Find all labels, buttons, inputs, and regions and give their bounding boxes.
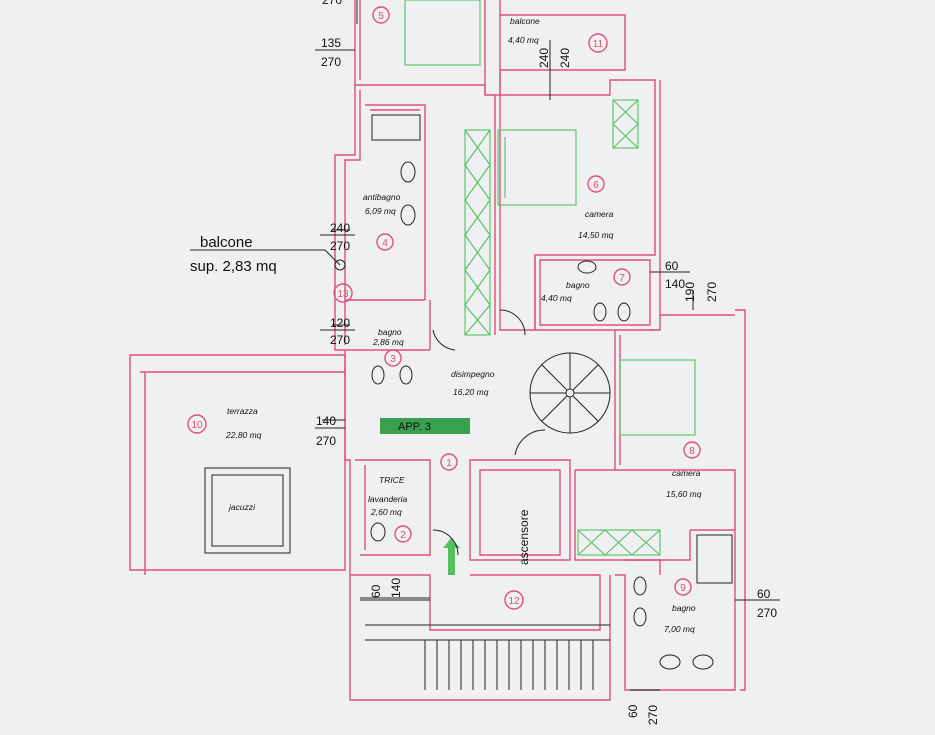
svg-text:270: 270 [322, 0, 342, 7]
svg-text:60: 60 [757, 587, 771, 601]
shower-room-9 [696, 534, 733, 584]
svg-text:8: 8 [689, 446, 695, 457]
room-numbers: 5 11 6 4 7 13 3 10 1 8 2 9 12 [187, 6, 701, 610]
room-area-9: 7,00 mq [664, 624, 695, 634]
svg-text:60: 60 [626, 704, 640, 718]
dimension-leaders [315, 40, 780, 691]
svg-text:270: 270 [757, 606, 777, 620]
window-dimensions: 135 270 240 270 120 270 140 270 60 140 6… [316, 0, 777, 725]
room-name-6: camera [585, 209, 614, 219]
room-area-8: 15,60 mq [666, 489, 702, 499]
balcone-callout-surface: sup. 2,83 mq [190, 258, 277, 275]
room-area-7: 4,40 mq [541, 293, 572, 303]
corridor-wardrobe [464, 129, 491, 336]
svg-text:270: 270 [330, 333, 350, 347]
balcone-callout-title: balcone [200, 234, 253, 251]
room-name-10: terrazza [227, 406, 258, 416]
svg-text:12: 12 [508, 596, 520, 607]
room-name-2: lavanderia [368, 494, 407, 504]
svg-text:60: 60 [665, 259, 679, 273]
walls [129, 0, 746, 701]
svg-text:270: 270 [316, 434, 336, 448]
svg-text:270: 270 [330, 239, 350, 253]
bed-room-6 [497, 129, 577, 206]
room-name-9: bagno [672, 603, 696, 613]
bed-room-5 [404, 0, 481, 66]
svg-text:270: 270 [705, 282, 719, 302]
room-number-7: 7 [613, 268, 631, 286]
svg-text:9: 9 [680, 583, 686, 594]
jacuzzi-tub [204, 467, 291, 554]
svg-text:7: 7 [619, 273, 625, 284]
room-number-4: 4 [376, 233, 394, 251]
svg-text:140: 140 [389, 578, 403, 598]
room-name-4: antibagno [363, 192, 401, 202]
disimpegno-area: 16,20 mq [453, 387, 489, 397]
room-number-2: 2 [394, 525, 412, 543]
svg-text:190: 190 [683, 282, 697, 302]
room-name-7: bagno [566, 280, 590, 290]
svg-text:13: 13 [337, 289, 349, 300]
room-area-10: 22,80 mq [225, 430, 262, 440]
room-area-3: 2,86 mq [372, 337, 404, 347]
bed-room-8 [619, 359, 696, 436]
jacuzzi-label: jacuzzi [228, 502, 256, 512]
svg-text:120: 120 [330, 316, 350, 330]
svg-text:6: 6 [593, 180, 599, 191]
room-area-4: 6,09 mq [365, 206, 396, 216]
svg-text:1: 1 [446, 458, 452, 469]
svg-text:10: 10 [191, 420, 203, 431]
room-labels: balcone 4,40 mq camera 14,50 mq antibagn… [190, 16, 702, 634]
svg-text:4: 4 [382, 238, 388, 249]
app-label: APP. 3 [398, 421, 431, 433]
shower-room-4 [371, 114, 421, 141]
room-name-3: bagno [378, 327, 402, 337]
svg-text:2: 2 [400, 530, 406, 541]
disimpegno-name: disimpegno [451, 369, 495, 379]
room-area-6: 14,50 mq [578, 230, 614, 240]
room-number-3: 3 [384, 349, 402, 367]
room-number-9: 9 [674, 578, 692, 596]
svg-text:3: 3 [390, 354, 396, 365]
app-label-box [380, 418, 470, 434]
svg-text:5: 5 [378, 11, 384, 22]
room-number-13: 13 [333, 283, 353, 303]
room-number-11: 11 [588, 33, 608, 53]
room-number-12: 12 [504, 590, 524, 610]
room-number-1: 1 [440, 453, 458, 471]
svg-text:11: 11 [593, 39, 604, 50]
svg-text:240: 240 [558, 48, 572, 68]
svg-text:140: 140 [316, 414, 336, 428]
svg-text:240: 240 [330, 221, 350, 235]
wardrobe-room-8 [577, 529, 661, 556]
room-number-8: 8 [683, 441, 701, 459]
room-area-11: 4,40 mq [508, 35, 539, 45]
room-name-11: balcone [510, 16, 540, 26]
room-area-2: 2,60 mq [370, 507, 402, 517]
fixtures [190, 114, 733, 690]
ascensore-label: ascensore [517, 509, 531, 565]
svg-text:135: 135 [321, 36, 341, 50]
svg-text:60: 60 [369, 584, 383, 598]
svg-text:240: 240 [537, 48, 551, 68]
svg-text:270: 270 [646, 705, 660, 725]
furniture [380, 0, 696, 575]
room-number-5: 5 [372, 6, 390, 24]
room-number-10: 10 [187, 414, 207, 434]
svg-text:270: 270 [321, 55, 341, 69]
svg-text:140: 140 [665, 277, 685, 291]
room-tag-2: TRICE [379, 475, 405, 485]
room-name-8: camera [672, 468, 701, 478]
room-number-6: 6 [587, 175, 605, 193]
entrance-arrow [443, 538, 460, 575]
